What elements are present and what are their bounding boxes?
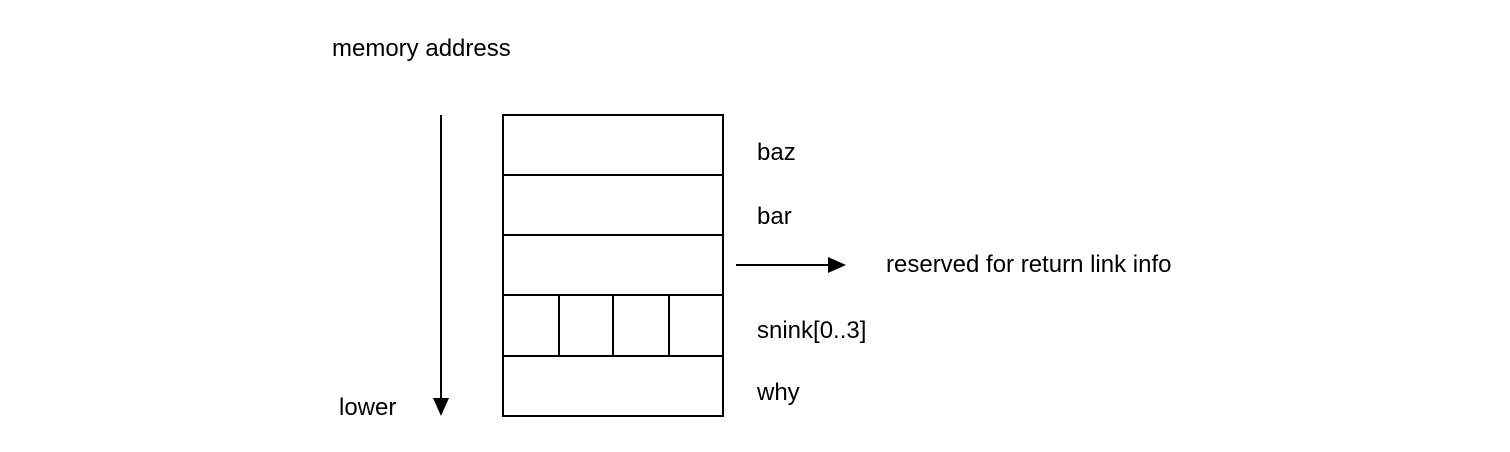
row-label-baz: baz bbox=[757, 139, 796, 166]
memory-direction-arrow-head bbox=[433, 398, 449, 416]
memory-address-label: memory address bbox=[332, 35, 511, 62]
stack-cell-why bbox=[502, 355, 724, 417]
return-link-arrow-head bbox=[828, 257, 846, 273]
lower-label: lower bbox=[339, 394, 397, 421]
return-link-annotation: reserved for return link info bbox=[886, 251, 1172, 278]
stack-cell-bar bbox=[502, 174, 724, 236]
row-label-snink: snink[0..3] bbox=[757, 317, 867, 344]
stack-cell-snink-2 bbox=[612, 294, 670, 357]
row-label-why: why bbox=[757, 379, 800, 406]
stack-cell-snink-3 bbox=[668, 294, 724, 357]
stack-cell-snink-0 bbox=[502, 294, 560, 357]
stack-cell-snink-1 bbox=[558, 294, 614, 357]
stack-cell-return-link bbox=[502, 234, 724, 296]
row-label-bar: bar bbox=[757, 203, 792, 230]
stack-cell-baz bbox=[502, 114, 724, 176]
